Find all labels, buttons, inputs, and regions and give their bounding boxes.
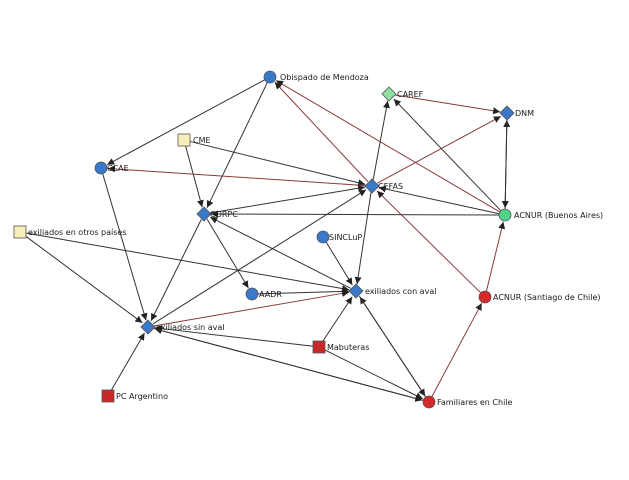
node-acnur_ba-circle-marker — [498, 208, 512, 222]
node-pc_arg-square-marker — [101, 389, 115, 403]
node-obispado-circle-marker — [263, 70, 277, 84]
node-sinclup-circle-marker — [316, 230, 330, 244]
node-label-acnur_ba: ACNUR (Buenos Aires) — [514, 211, 603, 220]
node-sinclup: SINCLuP — [316, 230, 362, 244]
node-carif: CAREF — [381, 86, 424, 102]
node-exiliados_con: exiliados con aval — [348, 283, 436, 299]
edge-acnur_ba-to-cefas — [378, 185, 500, 215]
edge-mabuteras-to-exiliados_sin — [154, 325, 314, 347]
node-label-exiliados_otros: exiliados en otros países — [28, 228, 127, 237]
node-mabuteras-square-marker — [312, 340, 326, 354]
edge-mabuteras-to-exiliados_con — [321, 296, 353, 343]
edge-exiliados_otros-to-exiliados_sin — [24, 235, 143, 324]
node-dnm-diamond-marker — [499, 105, 515, 121]
edge-pc_arg-to-exiliados_sin — [110, 332, 145, 392]
node-label-pc_arg: PC Argentino — [116, 392, 168, 401]
edge-acnur_ba-to-obispado — [275, 80, 501, 213]
edge-ccae-to-exiliados_sin — [102, 173, 148, 321]
edge-cefas-to-carif — [372, 100, 390, 181]
node-label-ccae: CCAE — [107, 164, 129, 173]
node-exiliados_otros: exiliados en otros países — [13, 225, 127, 239]
node-dnm: DNM — [499, 105, 534, 121]
node-familiares: Familiares en Chile — [422, 395, 513, 409]
edge-exiliados_sin-to-exiliados_con — [153, 289, 350, 327]
node-cme: CME — [177, 133, 211, 147]
edge-cme-to-corpc — [185, 145, 204, 208]
edge-corpc-to-aadr — [206, 218, 249, 289]
node-label-obispado: Obispado de Mendoza — [280, 73, 369, 82]
node-aadr: AADR — [245, 287, 282, 301]
edge-acnur_ba-to-corpc — [210, 210, 500, 218]
node-ccae: CCAE — [94, 161, 129, 175]
edge-dnm-to-acnur_ba — [501, 118, 509, 209]
node-pc_arg: PC Argentino — [101, 389, 168, 403]
node-acnur_ba: ACNUR (Buenos Aires) — [498, 208, 603, 222]
node-mabuteras: Mabuteras — [312, 340, 369, 354]
node-label-dnm: DNM — [515, 109, 534, 118]
edge-acnur_ba-to-carif — [393, 98, 502, 212]
edge-carif-to-dnm — [394, 94, 501, 115]
edge-corpc-to-exiliados_sin — [150, 219, 202, 321]
node-label-familiares: Familiares en Chile — [437, 398, 513, 407]
node-label-carif: CAREF — [397, 90, 424, 99]
edge-acnur_cl-to-acnur_ba — [485, 221, 506, 292]
edge-mabuteras-to-familiares — [324, 349, 423, 400]
edge-exiliados_otros-to-exiliados_con — [25, 232, 350, 293]
node-familiares-circle-marker — [422, 395, 436, 409]
node-label-acnur_cl: ACNUR (Santiago de Chile) — [493, 293, 601, 302]
edge-sinclup-to-exiliados_con — [325, 241, 353, 286]
edge-cefas-to-exiliados_con — [354, 191, 372, 285]
edge-corpc-to-cefas — [209, 184, 366, 214]
node-label-corpc: CORPC — [210, 210, 238, 219]
edge-obispado-to-corpc — [206, 82, 268, 208]
edge-acnur_cl-to-cefas — [376, 190, 482, 294]
edge-layer — [24, 79, 511, 402]
node-label-exiliados_con: exiliados con aval — [365, 287, 436, 296]
node-obispado: Obispado de Mendoza — [263, 70, 369, 84]
edge-exiliados_con-to-corpc — [210, 216, 351, 289]
node-label-mabuteras: Mabuteras — [327, 343, 369, 352]
node-exiliados_con-diamond-marker — [348, 283, 364, 299]
node-carif-diamond-marker — [381, 86, 397, 102]
node-cme-square-marker — [177, 133, 191, 147]
node-exiliados_otros-square-marker — [13, 225, 27, 239]
node-label-aadr: AADR — [259, 290, 282, 299]
node-label-sinclup: SINCLuP — [329, 233, 362, 242]
edge-exiliados_con-to-familiares — [358, 295, 426, 397]
node-cefas-diamond-marker — [364, 178, 380, 194]
node-ccae-circle-marker — [94, 161, 108, 175]
node-label-exiliados_sin: exiliados sin aval — [156, 323, 225, 332]
node-aadr-circle-marker — [245, 287, 259, 301]
node-acnur_cl: ACNUR (Santiago de Chile) — [478, 290, 601, 304]
edge-obispado-to-ccae — [106, 79, 265, 166]
node-corpc-diamond-marker — [196, 206, 212, 222]
edge-cme-to-cefas — [189, 140, 366, 187]
node-exiliados_sin-diamond-marker — [140, 319, 156, 335]
node-label-cme: CME — [193, 136, 211, 145]
node-corpc: CORPC — [196, 206, 238, 222]
node-exiliados_sin: exiliados sin aval — [140, 319, 225, 335]
edge-familiares-to-acnur_cl — [431, 302, 483, 397]
edge-cefas-to-obispado — [274, 81, 369, 182]
node-cefas: CEFAS — [364, 178, 403, 194]
edge-aadr-to-exiliados_con — [257, 287, 350, 295]
edge-cefas-to-dnm — [377, 115, 502, 184]
edge-cefas-to-ccae — [107, 165, 367, 187]
edge-exiliados_sin-to-familiares — [153, 328, 423, 402]
edge-exiliados_sin-to-cefas — [152, 189, 367, 325]
node-acnur_cl-circle-marker — [478, 290, 492, 304]
node-label-cefas: CEFAS — [378, 182, 403, 191]
